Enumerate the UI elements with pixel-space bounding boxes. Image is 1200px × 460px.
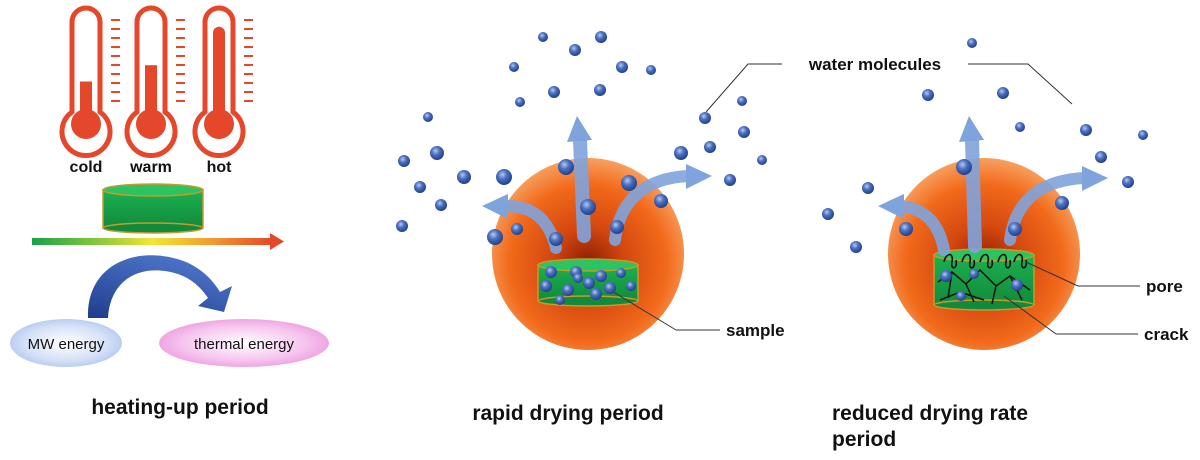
water-molecule [967, 38, 977, 48]
reduced-period-label-line2: period [832, 428, 896, 451]
water-molecule [511, 223, 523, 235]
heating-up-period-label: heating-up period [91, 396, 268, 419]
water-molecule [940, 270, 952, 282]
water-molecule [414, 181, 426, 193]
water-molecule [580, 199, 596, 215]
water-molecule [1138, 130, 1148, 140]
water-molecule [509, 62, 519, 72]
pore-channels [943, 253, 1028, 269]
water-molecule [956, 159, 972, 175]
svg-text:hot: hot [207, 159, 233, 176]
thermal-energy-label: thermal energy [194, 336, 295, 353]
water-molecule-group [396, 31, 1148, 305]
water-molecule [1122, 176, 1134, 188]
water-molecule [555, 295, 565, 305]
water-molecule [569, 44, 581, 56]
water-molecule [457, 170, 471, 184]
water-molecule [610, 220, 624, 234]
pore-label: pore [1146, 277, 1183, 296]
water-molecule [1080, 124, 1092, 136]
water-molecule [1011, 279, 1023, 291]
water-molecules-label: water molecules [808, 55, 941, 74]
thermal-energy-ellipse: thermal energy [159, 319, 329, 367]
water-molecule [558, 159, 574, 175]
water-molecule [590, 288, 602, 300]
water-molecule [850, 241, 862, 253]
water-molecule [737, 96, 747, 106]
water-molecule [646, 65, 656, 75]
water-molecule [1008, 222, 1022, 236]
water-molecule [540, 280, 552, 292]
mw-energy-ellipse: MW energy [10, 319, 122, 367]
rapid-drying-period-label: rapid drying period [472, 402, 663, 425]
sample-leader-line [609, 289, 720, 331]
thermometer-level-warm [145, 65, 157, 118]
water-molecule [435, 199, 447, 211]
water-molecule [724, 174, 736, 186]
water-molecule [430, 146, 444, 160]
water-molecule [654, 194, 668, 208]
water-molecule [549, 232, 563, 246]
water-molecule [997, 87, 1009, 99]
water-molecule [487, 229, 503, 245]
water-molecule [822, 208, 834, 220]
water-molecule [969, 269, 979, 279]
water-molecule [583, 277, 595, 289]
thermometer-cold [59, 5, 120, 158]
energy-conversion-arrow [87, 255, 232, 318]
water-molecule [862, 182, 874, 194]
water-molecule [545, 266, 557, 278]
water-molecule [626, 281, 636, 291]
water-molecule [674, 146, 688, 160]
therm-label-warm: warm [129, 159, 172, 176]
therm-label-cold: cold [70, 159, 103, 176]
reduced-period-label-line1: reduced drying rate [832, 402, 1028, 425]
water-molecule [1095, 151, 1107, 163]
water-molecule [604, 282, 616, 294]
therm-label-hot: hot [207, 159, 233, 176]
water-molecule [956, 291, 966, 301]
thermometer-level-hot [213, 26, 225, 118]
water-molecule [573, 273, 583, 283]
crack-leader-line [1003, 295, 1138, 335]
thermometer-group [59, 5, 253, 158]
water-molecule [1015, 122, 1025, 132]
water-molecule [594, 84, 606, 96]
water-molecules-leader-lines [705, 63, 1073, 113]
crack-label: crack [1144, 325, 1189, 344]
water-molecule [398, 155, 410, 167]
water-molecule [548, 86, 560, 98]
pore-leader-line [1025, 261, 1140, 287]
water-molecule [704, 141, 716, 153]
thermometer-warm [124, 5, 185, 158]
water-molecule [595, 270, 607, 282]
water-molecule [496, 169, 512, 185]
water-molecule [738, 126, 750, 138]
temperature-gradient-arrow [32, 233, 284, 250]
mw-energy-label: MW energy [28, 336, 105, 353]
water-molecule [616, 268, 626, 278]
water-molecule [595, 31, 607, 43]
water-molecule [757, 155, 767, 165]
svg-text:cold: cold [70, 159, 103, 176]
thermometer-hot [192, 5, 253, 158]
sample-label: sample [726, 321, 785, 340]
water-molecule [1055, 196, 1069, 210]
water-molecule [922, 89, 934, 101]
water-molecule [899, 222, 913, 236]
svg-text:warm: warm [129, 159, 172, 176]
water-molecule [396, 220, 408, 232]
water-molecule [515, 97, 525, 107]
water-molecule [621, 175, 637, 191]
water-molecule [699, 112, 711, 124]
water-molecule [616, 61, 628, 73]
thermometer-level-cold [80, 81, 92, 118]
sample-puck-left [102, 183, 204, 234]
water-molecule [538, 32, 548, 42]
water-molecule [562, 284, 574, 296]
water-molecule [423, 112, 433, 122]
